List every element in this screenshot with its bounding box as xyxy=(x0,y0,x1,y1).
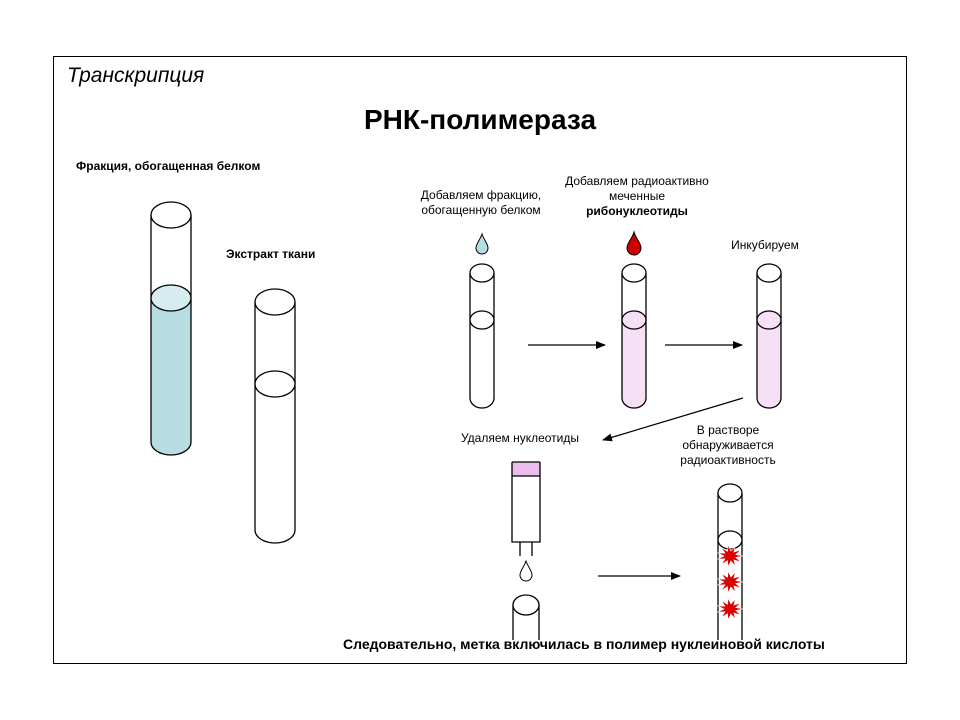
result-tube xyxy=(717,483,743,640)
label-add-nucleotides-line3: рибонуклеотиды xyxy=(586,204,688,218)
label-radioactivity-line1: В растворе xyxy=(696,423,760,437)
label-add-fraction-line2: обогащенную белком xyxy=(421,203,541,217)
label-add-nucleotides-line1: Добавляем радиоактивно xyxy=(565,174,709,188)
label-add-nucleotides-line2: меченные xyxy=(608,189,665,203)
label-tissue-extract: Экстракт ткани xyxy=(226,247,316,261)
protein-fraction-surface xyxy=(150,284,192,312)
tube-step2 xyxy=(621,263,647,409)
label-remove-nucleotides: Удаляем нуклеотиды xyxy=(460,431,580,445)
section-title: Транскрипция xyxy=(67,64,205,87)
filtration-column xyxy=(511,461,541,556)
tube-step1 xyxy=(469,263,495,409)
protein-fraction-liquid xyxy=(151,298,191,455)
label-radioactivity-line3: радиоактивность xyxy=(680,453,776,467)
arrow-step3-to-column xyxy=(602,397,744,442)
label-add-nucleotides: Добавляем радиоактивно меченные рибонукл… xyxy=(552,174,722,219)
tube-step3-incubated xyxy=(756,263,782,409)
label-incubate: Инкубируем xyxy=(731,238,799,252)
radioactive-burst-icon xyxy=(717,543,744,569)
drop-icon xyxy=(475,232,489,255)
label-radioactivity-found: В растворе обнаруживается радиоактивност… xyxy=(648,423,808,468)
main-title: РНК-полимераза xyxy=(363,104,597,135)
collection-tube xyxy=(512,594,540,640)
label-add-fraction-line1: Добавляем фракцию, xyxy=(420,188,542,202)
tissue-extract-tube xyxy=(254,288,296,544)
radioactive-drop-icon xyxy=(626,230,642,256)
conclusion-text: Следовательно, метка включилась в полиме… xyxy=(343,636,825,652)
radioactive-burst-icon xyxy=(717,596,744,622)
label-radioactivity-line2: обнаруживается xyxy=(682,438,774,452)
label-protein-fraction: Фракция, обогащенная белком xyxy=(76,159,261,173)
slide-frame xyxy=(53,56,907,664)
column-drop-icon xyxy=(519,559,533,582)
label-add-fraction: Добавляем фракцию, обогащенную белком xyxy=(396,188,566,218)
radioactive-burst-icon xyxy=(717,569,744,595)
protein-fraction-tube xyxy=(150,201,192,456)
